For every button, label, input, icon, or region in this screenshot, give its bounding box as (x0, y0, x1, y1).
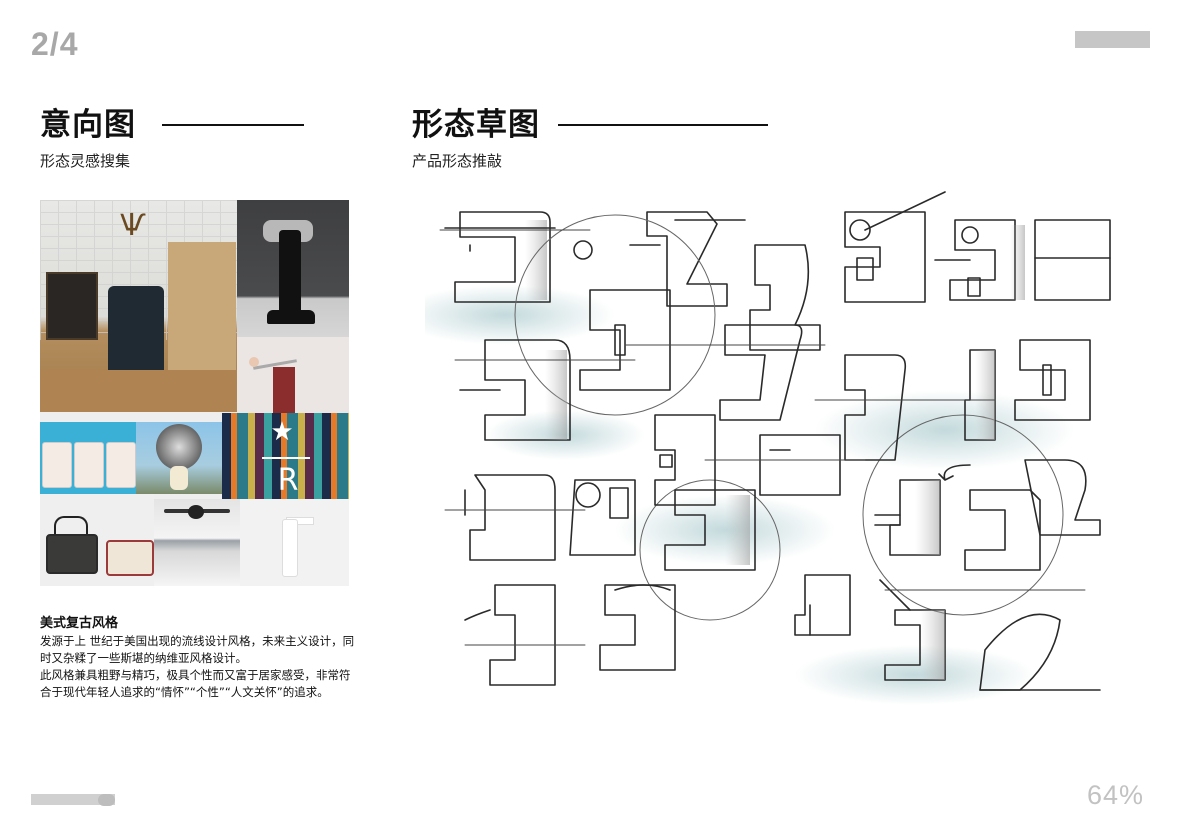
image-vintage-lamp (136, 422, 222, 494)
sketch-title: 形态草图 (412, 107, 540, 143)
moodboard-subtitle: 形态灵感搜集 (40, 152, 131, 170)
image-ceiling-fan-room (154, 499, 240, 586)
sketch-machine (794, 574, 851, 636)
sketch-machine (654, 414, 716, 506)
sketch-machine (874, 479, 941, 556)
progress-label: 64% (1087, 780, 1145, 810)
sketch-machine (844, 354, 907, 461)
sketch-machine (629, 211, 746, 307)
sketch-machine (1024, 459, 1101, 536)
moodboard-title-rule (162, 124, 304, 126)
sketch-guide-circle (514, 214, 716, 416)
image-retro-cafe-interior: Ѱ (40, 200, 237, 412)
espresso-machine-sketches (395, 190, 1125, 705)
sketch-machine (464, 584, 556, 686)
image-marshall-speakers (40, 494, 154, 586)
sketch-machine (1014, 339, 1091, 421)
progress-track (31, 794, 115, 805)
sketch-machine (464, 474, 556, 561)
image-starbucks-reserve-art: ★ R (222, 413, 349, 499)
sketch-machine (759, 434, 841, 496)
sketch-wash (395, 285, 615, 345)
style-description-body: 发源于上 世纪于美国出现的流线设计风格，未来主义设计，同时又杂糅了一些斯堪的纳维… (40, 633, 360, 701)
image-vintage-meat-slicer (237, 200, 349, 337)
sketch-machine (719, 324, 803, 421)
sketch-machine (844, 191, 946, 303)
sketch-machine (599, 584, 676, 671)
r-logo-icon: R (277, 463, 299, 498)
sketch-wash (815, 390, 1075, 470)
sketch-machine (579, 289, 671, 391)
sketch-machine (664, 489, 756, 571)
sketch-machine (459, 339, 571, 441)
sketch-guide-circle (639, 479, 781, 621)
dial-icon (573, 240, 593, 260)
sketch-title-rule (558, 124, 768, 126)
sketch-guide-circle (862, 414, 1064, 616)
moodboard-title: 意向图 (40, 107, 136, 143)
sketch-machine (749, 244, 821, 351)
mood-board-collage: Ѱ ★ R (40, 200, 349, 586)
rotate-arrow-icon (938, 464, 971, 481)
image-white-hand-grinder (240, 499, 349, 586)
sketch-machine (964, 489, 1041, 571)
sketch-machine (934, 219, 1025, 301)
sketch-machine (1034, 219, 1111, 301)
style-description-paragraph: 发源于上 世纪于美国出现的流线设计风格，未来主义设计，同时又杂糅了一些斯堪的纳维… (40, 634, 355, 665)
antlers-icon: Ѱ (120, 208, 146, 243)
top-right-decor-bar (1075, 31, 1150, 48)
progress-knob (98, 794, 115, 806)
image-red-coffee-grinder (237, 337, 349, 413)
sketch-wash (795, 645, 1035, 705)
page-number: 2/4 (31, 26, 79, 62)
sketch-subtitle: 产品形态推敲 (412, 152, 503, 170)
style-description-title: 美式复古风格 (40, 616, 119, 631)
style-description-paragraph: 此风格兼具粗野与精巧，极具个性而又富于居家感受，非常符合于现代年轻人追求的“情怀… (40, 668, 351, 699)
sketch-machine (979, 613, 1101, 691)
sketch-machine (569, 479, 636, 556)
sketch-machine (444, 211, 556, 303)
star-icon: ★ (270, 417, 294, 447)
image-retro-toaster-ovens (40, 422, 136, 494)
sketch-machine (879, 579, 946, 681)
